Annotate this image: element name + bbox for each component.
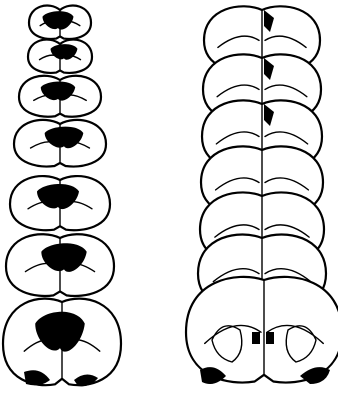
left-section-4 [14, 120, 106, 167]
left-section-1 [29, 6, 91, 39]
left-section-6 [6, 234, 114, 296]
lesion-area [266, 332, 274, 344]
left-section-series [3, 6, 121, 387]
left-section-7 [3, 299, 121, 387]
left-section-2 [28, 40, 92, 73]
right-section-series [186, 6, 338, 384]
lesion-area [252, 332, 260, 344]
left-section-3 [19, 76, 101, 117]
right-section-7 [186, 277, 338, 384]
left-section-5 [10, 176, 110, 230]
section-outline [186, 277, 338, 383]
